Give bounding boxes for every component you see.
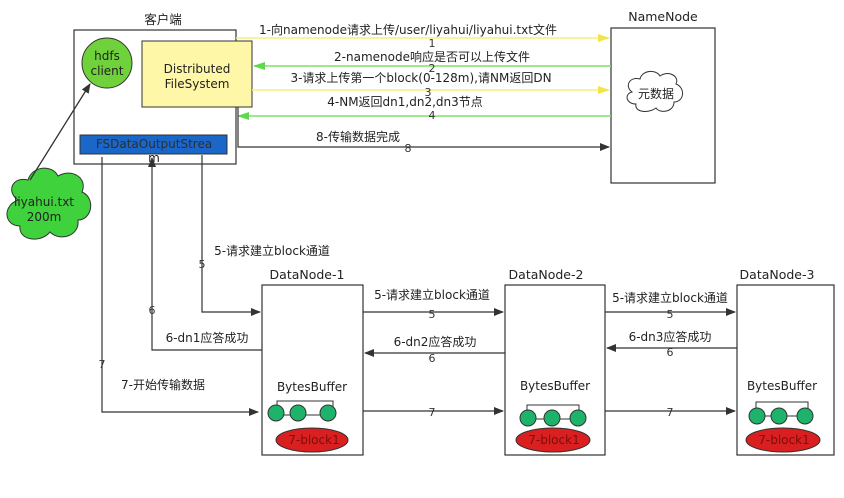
msg1-step: 1: [429, 37, 436, 50]
output-stream-label-2: m: [148, 151, 160, 165]
msg3-label: 3-请求上传第一个block(0-128m),请NM返回DN: [290, 70, 551, 85]
msg7-client-label: 7-开始传输数据: [121, 377, 205, 392]
datanode-1-ball-1: [267, 404, 285, 422]
file-size-label: 200m: [27, 210, 62, 224]
msg4-step: 4: [429, 109, 436, 122]
fs-data-output-stream-node: FSDataOutputStrea m: [79, 134, 228, 165]
msg5-dn2-label: 5-请求建立block通道: [612, 290, 728, 305]
datanode-3-block-label: 7-block1: [758, 433, 809, 447]
datanode-2-ball-3: [569, 409, 587, 427]
msg8-arrow: [237, 107, 610, 151]
msg5-client-to-dn1-arrow: [201, 155, 261, 316]
msg5-dn1-label: 5-请求建立block通道: [374, 287, 490, 302]
datanode-2-ball-2: [543, 409, 561, 427]
file-name-label: liyahui.txt: [14, 195, 74, 209]
datanode-2: DataNode-2 BytesBuffer 7-block1: [504, 267, 606, 456]
metadata-cloud-label: 元数据: [638, 86, 674, 101]
datanode-3-ball-2: [770, 407, 788, 425]
msg6-dn3-label: 6-dn3应答成功: [629, 329, 712, 344]
msg3-step: 3: [425, 86, 432, 99]
msg6-dn2-label: 6-dn2应答成功: [394, 334, 477, 349]
msg1-label: 1-向namenode请求上传/user/liyahui/liyahui.txt…: [259, 22, 557, 37]
namenode-node: NameNode 元数据: [610, 9, 716, 184]
msg5-dn2-step: 5: [667, 308, 674, 321]
msg7-dn2-step: 7: [667, 406, 674, 419]
datanode-3-title: DataNode-3: [740, 267, 815, 282]
msg4-label: 4-NM返回dn1,dn2,dn3节点: [327, 95, 483, 109]
msg5-client-label: 5-请求建立block通道: [214, 243, 330, 258]
msg7-dn1-step: 7: [429, 406, 436, 419]
msg6-dn1-label: 6-dn1应答成功: [166, 330, 249, 345]
datanode-1-buffer-label: BytesBuffer: [277, 380, 347, 394]
msg8-step: 8: [405, 142, 412, 155]
datanode-3-ball-3: [796, 407, 814, 425]
hdfs-client-label-2: client: [91, 64, 124, 78]
msg2-step: 2: [429, 62, 436, 75]
datanode-1-ball-3: [319, 404, 337, 422]
msg5-client-step: 5: [199, 258, 206, 271]
datanode-2-buffer-label: BytesBuffer: [520, 379, 590, 393]
namenode-title: NameNode: [628, 9, 698, 24]
file-cloud: liyahui.txt 200m: [6, 167, 92, 240]
msg6-dn1-step: 6: [149, 304, 156, 317]
datanode-1-block-label: 7-block1: [288, 433, 339, 447]
output-stream-label-1: FSDataOutputStrea: [96, 137, 212, 151]
dfs-label-2: FileSystem: [165, 77, 230, 91]
msg2-label: 2-namenode响应是否可以上传文件: [334, 49, 530, 64]
hdfs-client-label-1: hdfs: [94, 49, 120, 63]
datanode-1-title: DataNode-1: [270, 267, 345, 282]
datanode-1-ball-2: [289, 404, 307, 422]
msg5-dn1-step: 5: [429, 308, 436, 321]
msg7-client-to-dn1-arrow: [101, 157, 259, 416]
datanode-2-title: DataNode-2: [509, 267, 584, 282]
datanode-2-ball-1: [519, 409, 537, 427]
datanode-1: DataNode-1 BytesBuffer 7-block1: [261, 267, 364, 456]
file-to-client-arrow: [29, 83, 91, 181]
msg6-dn3-step: 6: [667, 346, 674, 359]
msg6-dn1-to-client-arrow: [148, 157, 262, 351]
client-title: 客户端: [144, 12, 182, 27]
datanode-3: DataNode-3 BytesBuffer 7-block1: [736, 267, 835, 456]
datanode-2-block-label: 7-block1: [528, 433, 579, 447]
datanode-3-ball-1: [748, 407, 766, 425]
msg7-client-step: 7: [99, 358, 106, 371]
distributed-filesystem-node: Distributed FileSystem: [141, 40, 253, 108]
msg6-dn2-step: 6: [429, 352, 436, 365]
hdfs-client-node: hdfs client: [81, 37, 133, 89]
msg8-label: 8-传输数据完成: [316, 129, 400, 144]
dfs-label-1: Distributed: [164, 62, 231, 76]
datanode-3-buffer-label: BytesBuffer: [747, 379, 817, 393]
